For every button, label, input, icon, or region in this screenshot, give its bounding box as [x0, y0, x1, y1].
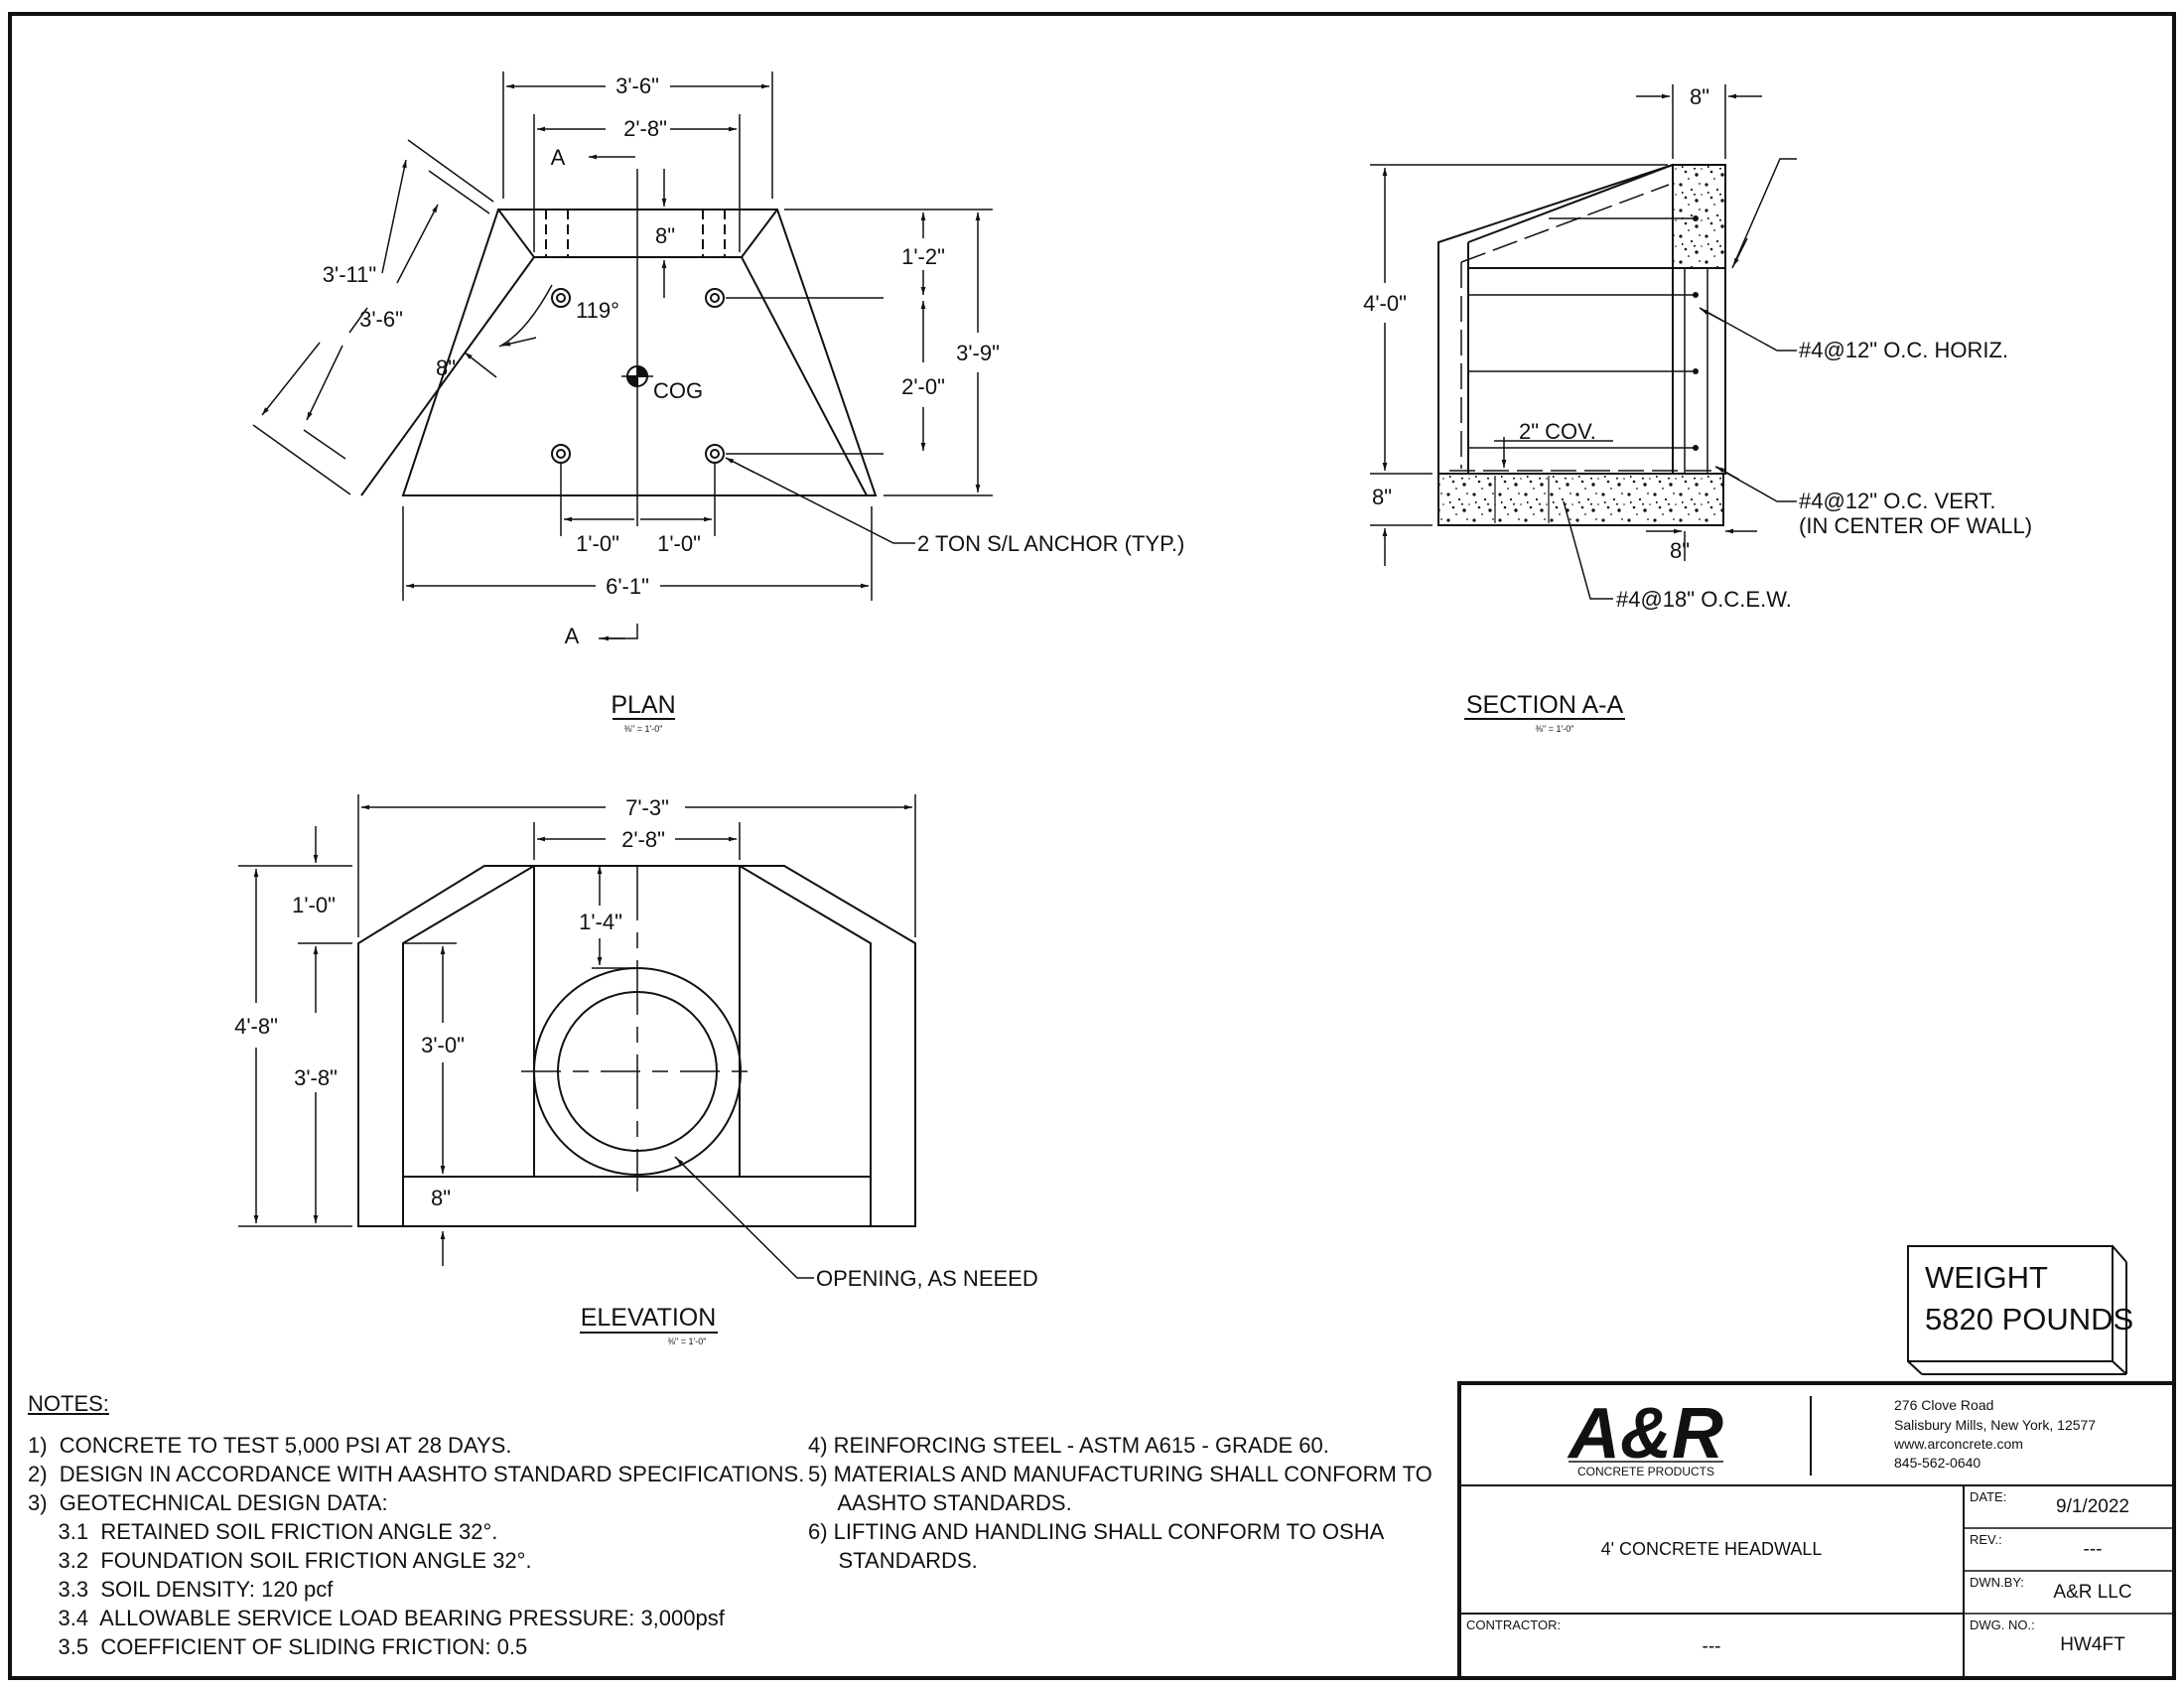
elevation-title: ELEVATION	[581, 1304, 717, 1332]
plan-section-mark-bottom: A	[565, 624, 580, 648]
plan-dim-right-mid: 2'-0"	[901, 374, 945, 399]
elev-dim-opening: 3'-0"	[421, 1033, 465, 1057]
elev-dim-total-width: 7'-3"	[625, 795, 669, 820]
sheet-border	[8, 12, 2176, 1680]
plan-dim-top-outer: 3'-6"	[615, 73, 659, 98]
address-line-1: 276 Clove Road	[1894, 1397, 1993, 1413]
date-value: 9/1/2022	[2056, 1496, 2129, 1517]
elev-dim-base: 8"	[431, 1186, 451, 1210]
plan-title: PLAN	[611, 691, 675, 719]
plan-dim-bottom: 6'-1"	[606, 574, 649, 599]
note-2: 2) DESIGN IN ACCORDANCE WITH AASHTO STAN…	[28, 1462, 805, 1486]
drawn-value: A&R LLC	[2053, 1582, 2131, 1603]
section-callout-vert: #4@12" O.C. VERT.	[1799, 489, 1995, 513]
section-title: SECTION A-A	[1466, 691, 1624, 719]
plan-dim-wing-outer: 3'-11"	[323, 262, 376, 287]
title-block-content: A&R CONCRETE PRODUCTS 276 Clove Road Sal…	[1466, 1394, 2132, 1657]
plan-right-wing-inner	[740, 209, 868, 496]
plan-dim-right-upper: 1'-2"	[901, 244, 945, 269]
plan-scale: ⅜" = 1'-0"	[624, 724, 663, 734]
plan-dim-top-inner: 2'-8"	[623, 116, 667, 141]
plan-labels: 3'-6" 2'-8" A 8" 3'-11" 3'-6" 8" 119° CO…	[323, 73, 1185, 734]
note-3-4: 3.4 ALLOWABLE SERVICE LOAD BEARING PRESS…	[28, 1606, 725, 1630]
note-3: 3) GEOTECHNICAL DESIGN DATA:	[28, 1490, 388, 1515]
note-6: 6) LIFTING AND HANDLING SHALL CONFORM TO…	[808, 1519, 1385, 1544]
section-wing	[1437, 164, 1674, 474]
section-dim-height: 4'-0"	[1363, 291, 1407, 316]
note-6-cont: STANDARDS.	[808, 1548, 978, 1573]
plan-dim-right-total: 3'-9"	[956, 341, 1000, 365]
weight-label: WEIGHT	[1925, 1260, 2048, 1295]
plan-outline	[401, 209, 878, 496]
plan-dim-angle: 119°	[576, 298, 619, 323]
address-line-2: Salisbury Mills, New York, 12577	[1894, 1417, 2096, 1433]
drawing-title: 4' CONCRETE HEADWALL	[1601, 1539, 1823, 1559]
notes-heading: NOTES:	[28, 1391, 109, 1416]
title-block	[1457, 1381, 2176, 1680]
note-5-cont: AASHTO STANDARDS.	[808, 1490, 1072, 1515]
address-line-4: 845-562-0640	[1894, 1455, 1980, 1471]
note-1: 1) CONCRETE TO TEST 5,000 PSI AT 28 DAYS…	[28, 1433, 512, 1458]
section-callout-horiz: #4@12" O.C. HORIZ.	[1799, 338, 2008, 362]
elev-dim-total-height: 4'-8"	[234, 1014, 278, 1039]
note-3-1: 3.1 RETAINED SOIL FRICTION ANGLE 32°.	[28, 1519, 498, 1544]
dwg-value: HW4FT	[2060, 1634, 2125, 1655]
plan-dim-wall-top: 8"	[655, 223, 675, 248]
address-line-3: www.arconcrete.com	[1893, 1436, 2023, 1452]
section-wall-top	[1672, 164, 1726, 269]
elev-dim-inner-width: 2'-8"	[621, 827, 665, 852]
elev-opening-callout: OPENING, AS NEEED	[816, 1266, 1038, 1291]
contractor-label: CONTRACTOR:	[1466, 1618, 1561, 1632]
section-base	[1437, 473, 1724, 526]
company-logo-sub: CONCRETE PRODUCTS	[1577, 1465, 1714, 1478]
section-view	[1370, 84, 1797, 600]
section-scale: ⅜" = 1'-0"	[1536, 724, 1574, 734]
plan-section-mark-top: A	[551, 145, 566, 170]
section-callout-vert-note: (IN CENTER OF WALL)	[1799, 513, 2032, 538]
elevation-labels: 7'-3" 2'-8" 1'-0" 1'-4" 4'-8" 3'-8" 3'-0…	[234, 795, 1038, 1346]
section-dim-base-off: 8"	[1670, 538, 1690, 563]
plan-view	[252, 71, 993, 641]
rev-label: REV.:	[1970, 1532, 2002, 1547]
elevation-view	[238, 794, 916, 1279]
elev-dim-top-to-opening: 1'-4"	[579, 910, 622, 934]
plan-anchor-callout: 2 TON S/L ANCHOR (TYP.)	[917, 531, 1184, 556]
elev-dim-wall-height: 3'-8"	[294, 1065, 338, 1090]
plan-dim-anchor-right: 1'-0"	[657, 531, 701, 556]
rev-value: ---	[2084, 1539, 2103, 1560]
weight-box: WEIGHT 5820 POUNDS	[1907, 1245, 2133, 1375]
plan-dim-wing-inner: 3'-6"	[359, 307, 403, 332]
section-dim-base-thick: 8"	[1372, 485, 1392, 509]
section-labels: 8" 4'-0" 8" 2" COV. 8" #4@12" O.C. HORIZ…	[1363, 84, 2032, 734]
elev-dim-wing-drop: 1'-0"	[292, 893, 336, 917]
section-callout-base: #4@18" O.C.E.W.	[1616, 587, 1792, 612]
weight-value: 5820 POUNDS	[1925, 1302, 2133, 1336]
plan-cog-label: COG	[653, 378, 703, 403]
section-dim-top-thick: 8"	[1690, 84, 1709, 109]
date-label: DATE:	[1970, 1489, 2006, 1504]
section-dim-cover: 2" COV.	[1519, 419, 1596, 444]
drawn-label: DWN.BY:	[1970, 1575, 2024, 1590]
note-3-2: 3.2 FOUNDATION SOIL FRICTION ANGLE 32°.	[28, 1548, 532, 1573]
company-logo: A&R	[1567, 1394, 1723, 1474]
contractor-value: ---	[1703, 1636, 1721, 1657]
plan-dim-wing-thick: 8"	[436, 355, 456, 380]
note-4: 4) REINFORCING STEEL - ASTM A615 - GRADE…	[808, 1433, 1329, 1458]
note-3-3: 3.3 SOIL DENSITY: 120 pcf	[28, 1577, 334, 1602]
elevation-scale: ⅜" = 1'-0"	[668, 1336, 707, 1346]
dwg-label: DWG. NO.:	[1970, 1618, 2035, 1632]
plan-dim-anchor-left: 1'-0"	[576, 531, 619, 556]
elevation-outline	[357, 865, 916, 1227]
note-3-5: 3.5 COEFFICIENT OF SLIDING FRICTION: 0.5	[28, 1634, 528, 1659]
note-5: 5) MATERIALS AND MANUFACTURING SHALL CON…	[808, 1462, 1433, 1486]
